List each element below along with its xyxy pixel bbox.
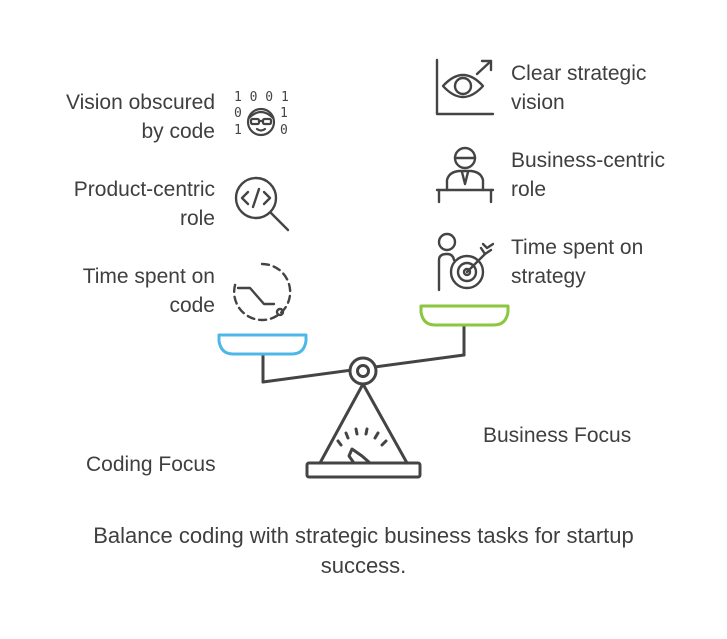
caption: Balance coding with strategic business t… bbox=[40, 521, 687, 581]
person-target-icon bbox=[433, 230, 497, 294]
left-item-2-label: Product-centric role bbox=[74, 175, 215, 233]
right-item-3-label: Time spent on strategy bbox=[511, 233, 643, 291]
caption-line-1: Balance coding with strategic business t… bbox=[93, 523, 634, 548]
right-item-1-label: Clear strategic vision bbox=[511, 59, 646, 117]
right-item-2-line-2: role bbox=[511, 178, 547, 201]
left-item-2-line-1: Product-centric bbox=[73, 178, 215, 201]
left-item-2-line-2: role bbox=[179, 207, 215, 230]
left-item-1-label: Vision obscured by code bbox=[66, 88, 215, 146]
svg-text:0: 0 bbox=[234, 106, 242, 121]
coding-focus-label: Coding Focus bbox=[86, 453, 216, 476]
left-item-3-line-1: Time spent on bbox=[82, 265, 215, 288]
right-item-3-line-2: strategy bbox=[511, 265, 586, 288]
scale-stand bbox=[318, 382, 409, 465]
code-magnifier-icon bbox=[230, 172, 294, 236]
right-item-2-label: Business-centric role bbox=[511, 146, 665, 204]
scale-base bbox=[305, 461, 422, 479]
caption-line-2: success. bbox=[320, 553, 407, 578]
scale-pivot bbox=[348, 356, 378, 386]
eye-growth-icon bbox=[433, 58, 497, 118]
svg-text:1: 1 bbox=[280, 106, 288, 121]
svg-text:0: 0 bbox=[280, 123, 288, 138]
right-pan bbox=[419, 304, 510, 327]
right-item-1-line-2: vision bbox=[511, 91, 565, 114]
right-item-1-line-1: Clear strategic bbox=[511, 62, 647, 85]
left-item-3-line-2: code bbox=[169, 294, 215, 317]
left-item-3-label: Time spent on code bbox=[83, 262, 215, 320]
business-focus-label: Business Focus bbox=[483, 424, 632, 447]
svg-text:1: 1 bbox=[234, 123, 242, 138]
gauge-icon bbox=[336, 427, 388, 465]
left-pan bbox=[217, 333, 308, 356]
binary-code-person-icon: 1 0 0 1 0 1 1 0 bbox=[230, 84, 294, 148]
right-item-2-line-1: Business-centric bbox=[511, 149, 666, 172]
right-item-3-line-1: Time spent on bbox=[511, 236, 644, 259]
left-item-1-line-1: Vision obscured bbox=[65, 91, 215, 114]
left-item-1-line-2: by code bbox=[141, 120, 215, 143]
timer-icon bbox=[230, 260, 294, 324]
svg-text:1 0 0 1: 1 0 0 1 bbox=[234, 90, 289, 105]
business-person-icon bbox=[433, 144, 497, 206]
